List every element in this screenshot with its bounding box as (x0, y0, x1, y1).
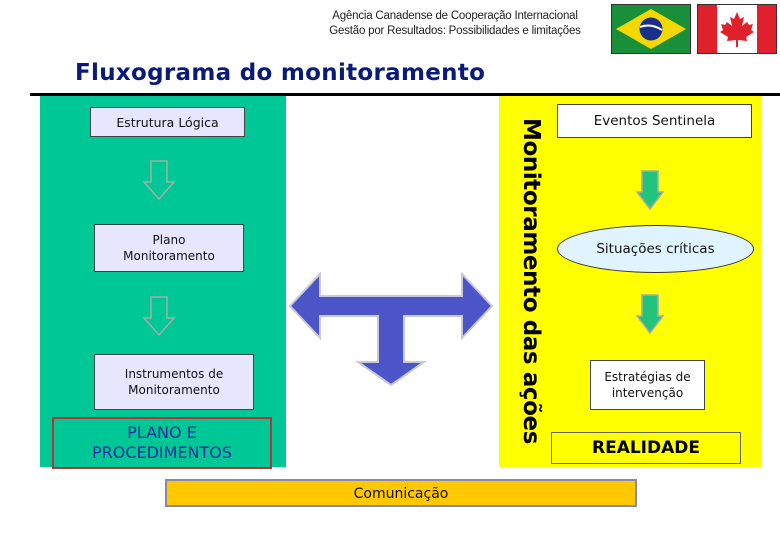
plano-procedimentos-box: PLANO E PROCEDIMENTOS (52, 417, 272, 469)
vertical-label-text: Monitoramento das ações (518, 117, 545, 445)
situacoes-criticas-label: Situações críticas (596, 241, 715, 257)
plano-label-line-1: Plano (152, 233, 186, 247)
estrategias-label-line-2: intervenção (611, 386, 684, 400)
vertical-label-monitoramento: Monitoramento das ações (515, 118, 547, 444)
estrategias-label-line-1: Estratégias de (604, 370, 691, 384)
page-title: Fluxograma do monitoramento (75, 60, 486, 86)
comunicacao-label: Comunicação (353, 486, 449, 502)
estrategias-intervencao-box: Estratégias de intervenção (590, 360, 705, 410)
estrutura-logica-box: Estrutura Lógica (90, 107, 245, 137)
brazil-flag-icon (611, 4, 691, 54)
instrumentos-label-line-2: Monitoramento (128, 383, 220, 397)
instrumentos-monitoramento-box: Instrumentos de Monitoramento (94, 354, 254, 410)
plano-proc-line-2: PROCEDIMENTOS (91, 443, 233, 462)
down-arrow-icon (142, 160, 176, 201)
down-arrow-icon (142, 296, 176, 337)
header: Agência Canadense de Cooperação Internac… (300, 9, 610, 39)
down-arrow-icon (635, 170, 665, 211)
instrumentos-label-line-1: Instrumentos de (124, 367, 224, 381)
title-underline (30, 93, 780, 96)
situacoes-criticas-ellipse: Situações críticas (557, 225, 754, 273)
plano-proc-line-1: PLANO E (127, 423, 197, 442)
header-line-2: Gestão por Resultados: Possibilidades e … (329, 25, 581, 37)
eventos-sentinela-label: Eventos Sentinela (593, 113, 716, 129)
canada-flag-icon (697, 4, 777, 54)
left-panel-plan (40, 96, 286, 467)
plano-monitoramento-box: Plano Monitoramento (94, 224, 244, 272)
header-line-1: Agência Canadense de Cooperação Internac… (332, 10, 578, 22)
realidade-label: REALIDADE (591, 438, 700, 458)
estrutura-logica-label: Estrutura Lógica (116, 114, 219, 130)
eventos-sentinela-box: Eventos Sentinela (557, 104, 752, 138)
down-arrow-icon (635, 294, 665, 335)
comunicacao-bar: Comunicação (165, 479, 637, 507)
bidirectional-connector-icon (288, 271, 494, 387)
plano-label-line-2: Monitoramento (123, 249, 215, 263)
realidade-box: REALIDADE (551, 432, 741, 464)
